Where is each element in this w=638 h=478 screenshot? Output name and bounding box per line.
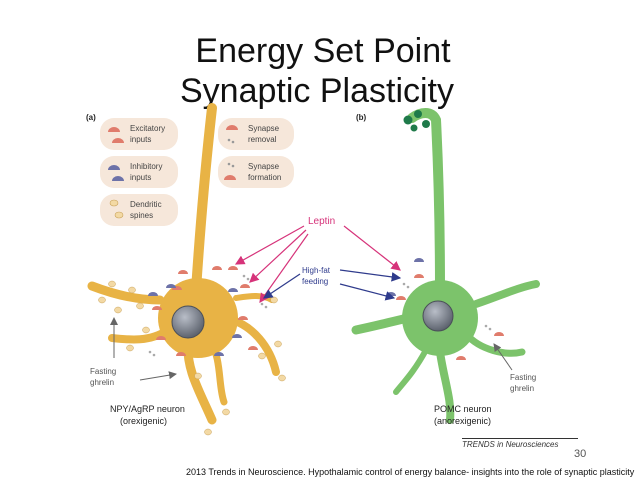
panel-a-label: (a)	[86, 113, 96, 122]
legend-formation-line2: formation	[248, 173, 281, 182]
highfat-label-line2: feeding	[302, 277, 328, 286]
legend-excitatory: Excitatory inputs	[100, 118, 178, 150]
pomc-nucleus	[422, 300, 454, 332]
leptin-label: Leptin	[308, 216, 335, 227]
fasting-arrows	[110, 317, 513, 381]
page-number: 30	[574, 448, 587, 460]
highfat-label-line1: High-fat	[302, 266, 331, 275]
legend-synapse-formation: Synapse formation	[218, 156, 294, 188]
fasting-left-line1: Fasting	[90, 367, 116, 376]
caption: 2013 Trends in Neuroscience. Hypothalami…	[186, 467, 635, 477]
legend-formation-line1: Synapse	[248, 162, 280, 171]
pomc-neuron	[351, 108, 540, 424]
npy-label-line2: (orexigenic)	[120, 416, 167, 426]
highfat-arrows	[263, 269, 402, 301]
legend-inhibitory: Inhibitory inputs	[100, 156, 178, 188]
pomc-label-line2: (anorexigenic)	[434, 416, 491, 426]
legend-dendritic-line1: Dendritic	[130, 200, 162, 209]
panel-b-label: (b)	[356, 113, 367, 122]
pomc-label-line1: POMC neuron	[434, 404, 492, 414]
npy-nucleus	[171, 305, 205, 339]
title-line-2: Synaptic Plasticity	[180, 72, 454, 110]
leptin-arrows	[234, 225, 401, 303]
fasting-left-line2: ghrelin	[90, 378, 114, 387]
legend-dendritic-line2: spines	[130, 211, 153, 220]
fasting-right-line2: ghrelin	[510, 384, 534, 393]
legend-dendritic: Dendritic spines	[100, 194, 178, 226]
fasting-right-line1: Fasting	[510, 373, 536, 382]
legend-inhibitory-line1: Inhibitory	[130, 162, 162, 171]
legend-excitatory-line2: inputs	[130, 135, 151, 144]
legend-removal-line2: removal	[248, 135, 277, 144]
legend-inhibitory-line2: inputs	[130, 173, 151, 182]
npy-agrp-neuron	[87, 103, 286, 436]
legend-excitatory-line1: Excitatory	[130, 124, 165, 133]
legend-synapse-removal: Synapse removal	[218, 118, 294, 150]
journal-mark: TRENDS in Neurosciences	[462, 438, 578, 449]
npy-label-line1: NPY/AgRP neuron	[110, 404, 185, 414]
title-line-1: Energy Set Point	[195, 32, 451, 70]
legend-removal-line1: Synapse	[248, 124, 280, 133]
